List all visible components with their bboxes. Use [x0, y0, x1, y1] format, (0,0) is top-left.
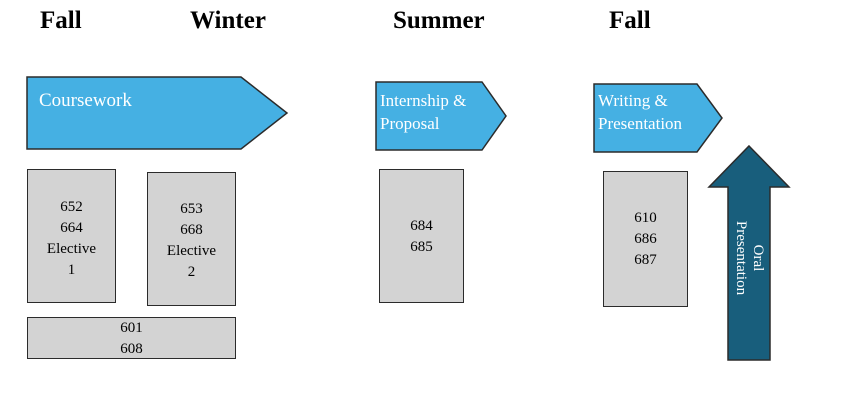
oral-label-rotated: Oral Presentation: [732, 221, 766, 295]
writing-phase-arrow: Writing & Presentation: [593, 83, 724, 153]
fall-final-courses-list: 610 686 687: [604, 208, 687, 271]
course-item: 664: [60, 220, 83, 236]
term-heading-winter: Winter: [190, 7, 266, 34]
internship-phase-arrow: Internship & Proposal: [375, 81, 508, 151]
writing-label-line-1: Writing &: [598, 91, 668, 110]
core-courses-list: 601 608: [28, 318, 235, 360]
course-item: 601: [120, 320, 143, 336]
fall-courses-box: 652 664 Elective 1: [27, 169, 116, 303]
term-heading-fall-2: Fall: [609, 7, 651, 34]
course-item: 685: [410, 239, 433, 255]
course-item: 2: [187, 264, 196, 280]
course-item: 610: [634, 210, 657, 226]
oral-label-line-2: Presentation: [733, 220, 749, 296]
winter-courses-box: 653 668 Elective 2: [147, 172, 236, 306]
course-item: 1: [67, 262, 76, 278]
oral-label: Oral Presentation: [689, 221, 809, 295]
course-item: 653: [180, 201, 203, 217]
writing-label-line-2: Presentation: [598, 114, 683, 133]
writing-arrow-shape: [593, 83, 723, 153]
course-item: Elective: [166, 243, 217, 259]
internship-label-line-1: Internship &: [380, 91, 467, 110]
term-heading-fall-1: Fall: [40, 7, 82, 34]
winter-courses-list: 653 668 Elective 2: [148, 199, 235, 283]
summer-courses-box: 684 685: [379, 169, 464, 303]
internship-label-line-2: Proposal: [380, 114, 440, 133]
oral-label-line-1: Oral: [750, 244, 766, 272]
course-item: 687: [634, 252, 657, 268]
coursework-arrow-shape: [26, 76, 289, 150]
course-item: 608: [120, 341, 143, 357]
coursework-phase-arrow: Coursework: [26, 76, 289, 150]
term-heading-summer: Summer: [393, 7, 485, 34]
course-item: 652: [60, 199, 83, 215]
coursework-label: Coursework: [39, 90, 132, 111]
course-item: 668: [180, 222, 203, 238]
course-item: Elective: [46, 241, 97, 257]
oral-arrow-shape: [707, 144, 791, 361]
course-item: 684: [410, 218, 433, 234]
core-courses-box: 601 608: [27, 317, 236, 359]
course-item: 686: [634, 231, 657, 247]
fall-courses-list: 652 664 Elective 1: [28, 197, 115, 281]
summer-courses-list: 684 685: [380, 216, 463, 258]
oral-presentation-arrow: Oral Presentation: [707, 144, 791, 361]
internship-arrow-shape: [375, 81, 507, 151]
fall-final-courses-box: 610 686 687: [603, 171, 688, 307]
